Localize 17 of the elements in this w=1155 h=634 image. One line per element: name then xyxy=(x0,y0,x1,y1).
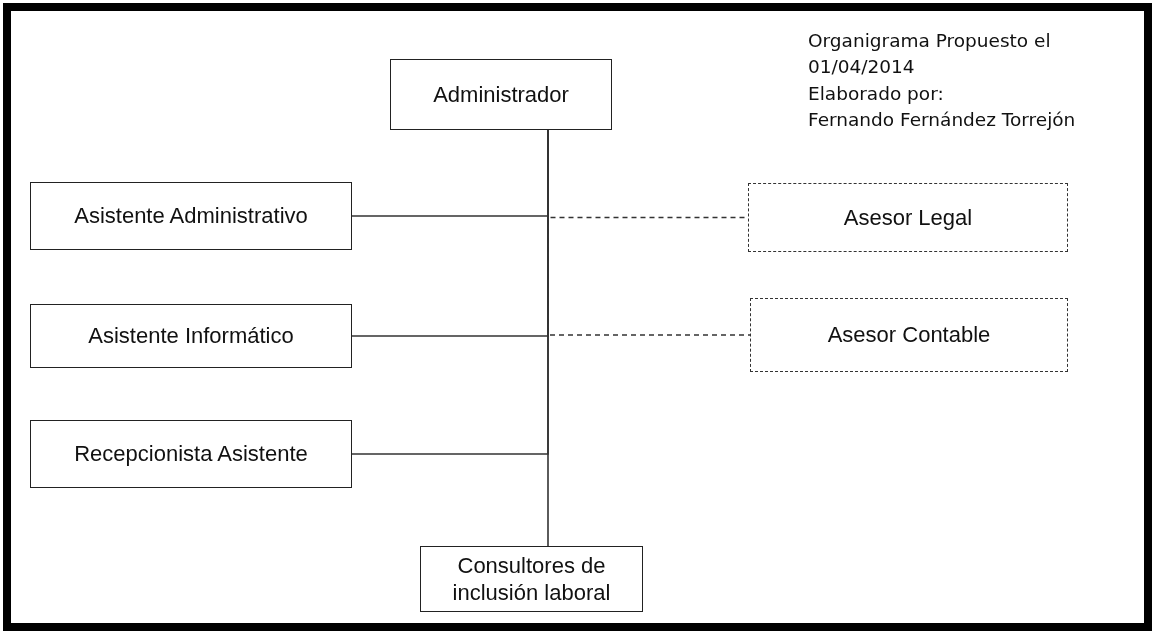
role-title: Asistente Informático xyxy=(88,322,294,350)
note-text: Fernando Fernández Torrejón xyxy=(808,107,1076,132)
role-title: Recepcionista Asistente xyxy=(74,440,308,468)
org-box xyxy=(420,546,643,612)
note-text: Elaborado por: xyxy=(808,81,944,106)
role-title: Consultores de inclusión laboral xyxy=(451,551,612,607)
org-box xyxy=(750,298,1068,372)
org-box xyxy=(30,420,352,488)
role-title: Administrador xyxy=(433,80,569,109)
role-title: Asesor Contable xyxy=(827,321,991,349)
note-text: Organigrama Propuesto el 01/04/2014 xyxy=(808,29,1052,80)
org-box xyxy=(30,182,352,250)
org-box xyxy=(748,183,1068,252)
role-title: Asistente Administrativo xyxy=(74,202,308,230)
org-box xyxy=(30,304,352,368)
org-box xyxy=(390,59,612,130)
role-title: Asesor Legal xyxy=(843,203,973,232)
